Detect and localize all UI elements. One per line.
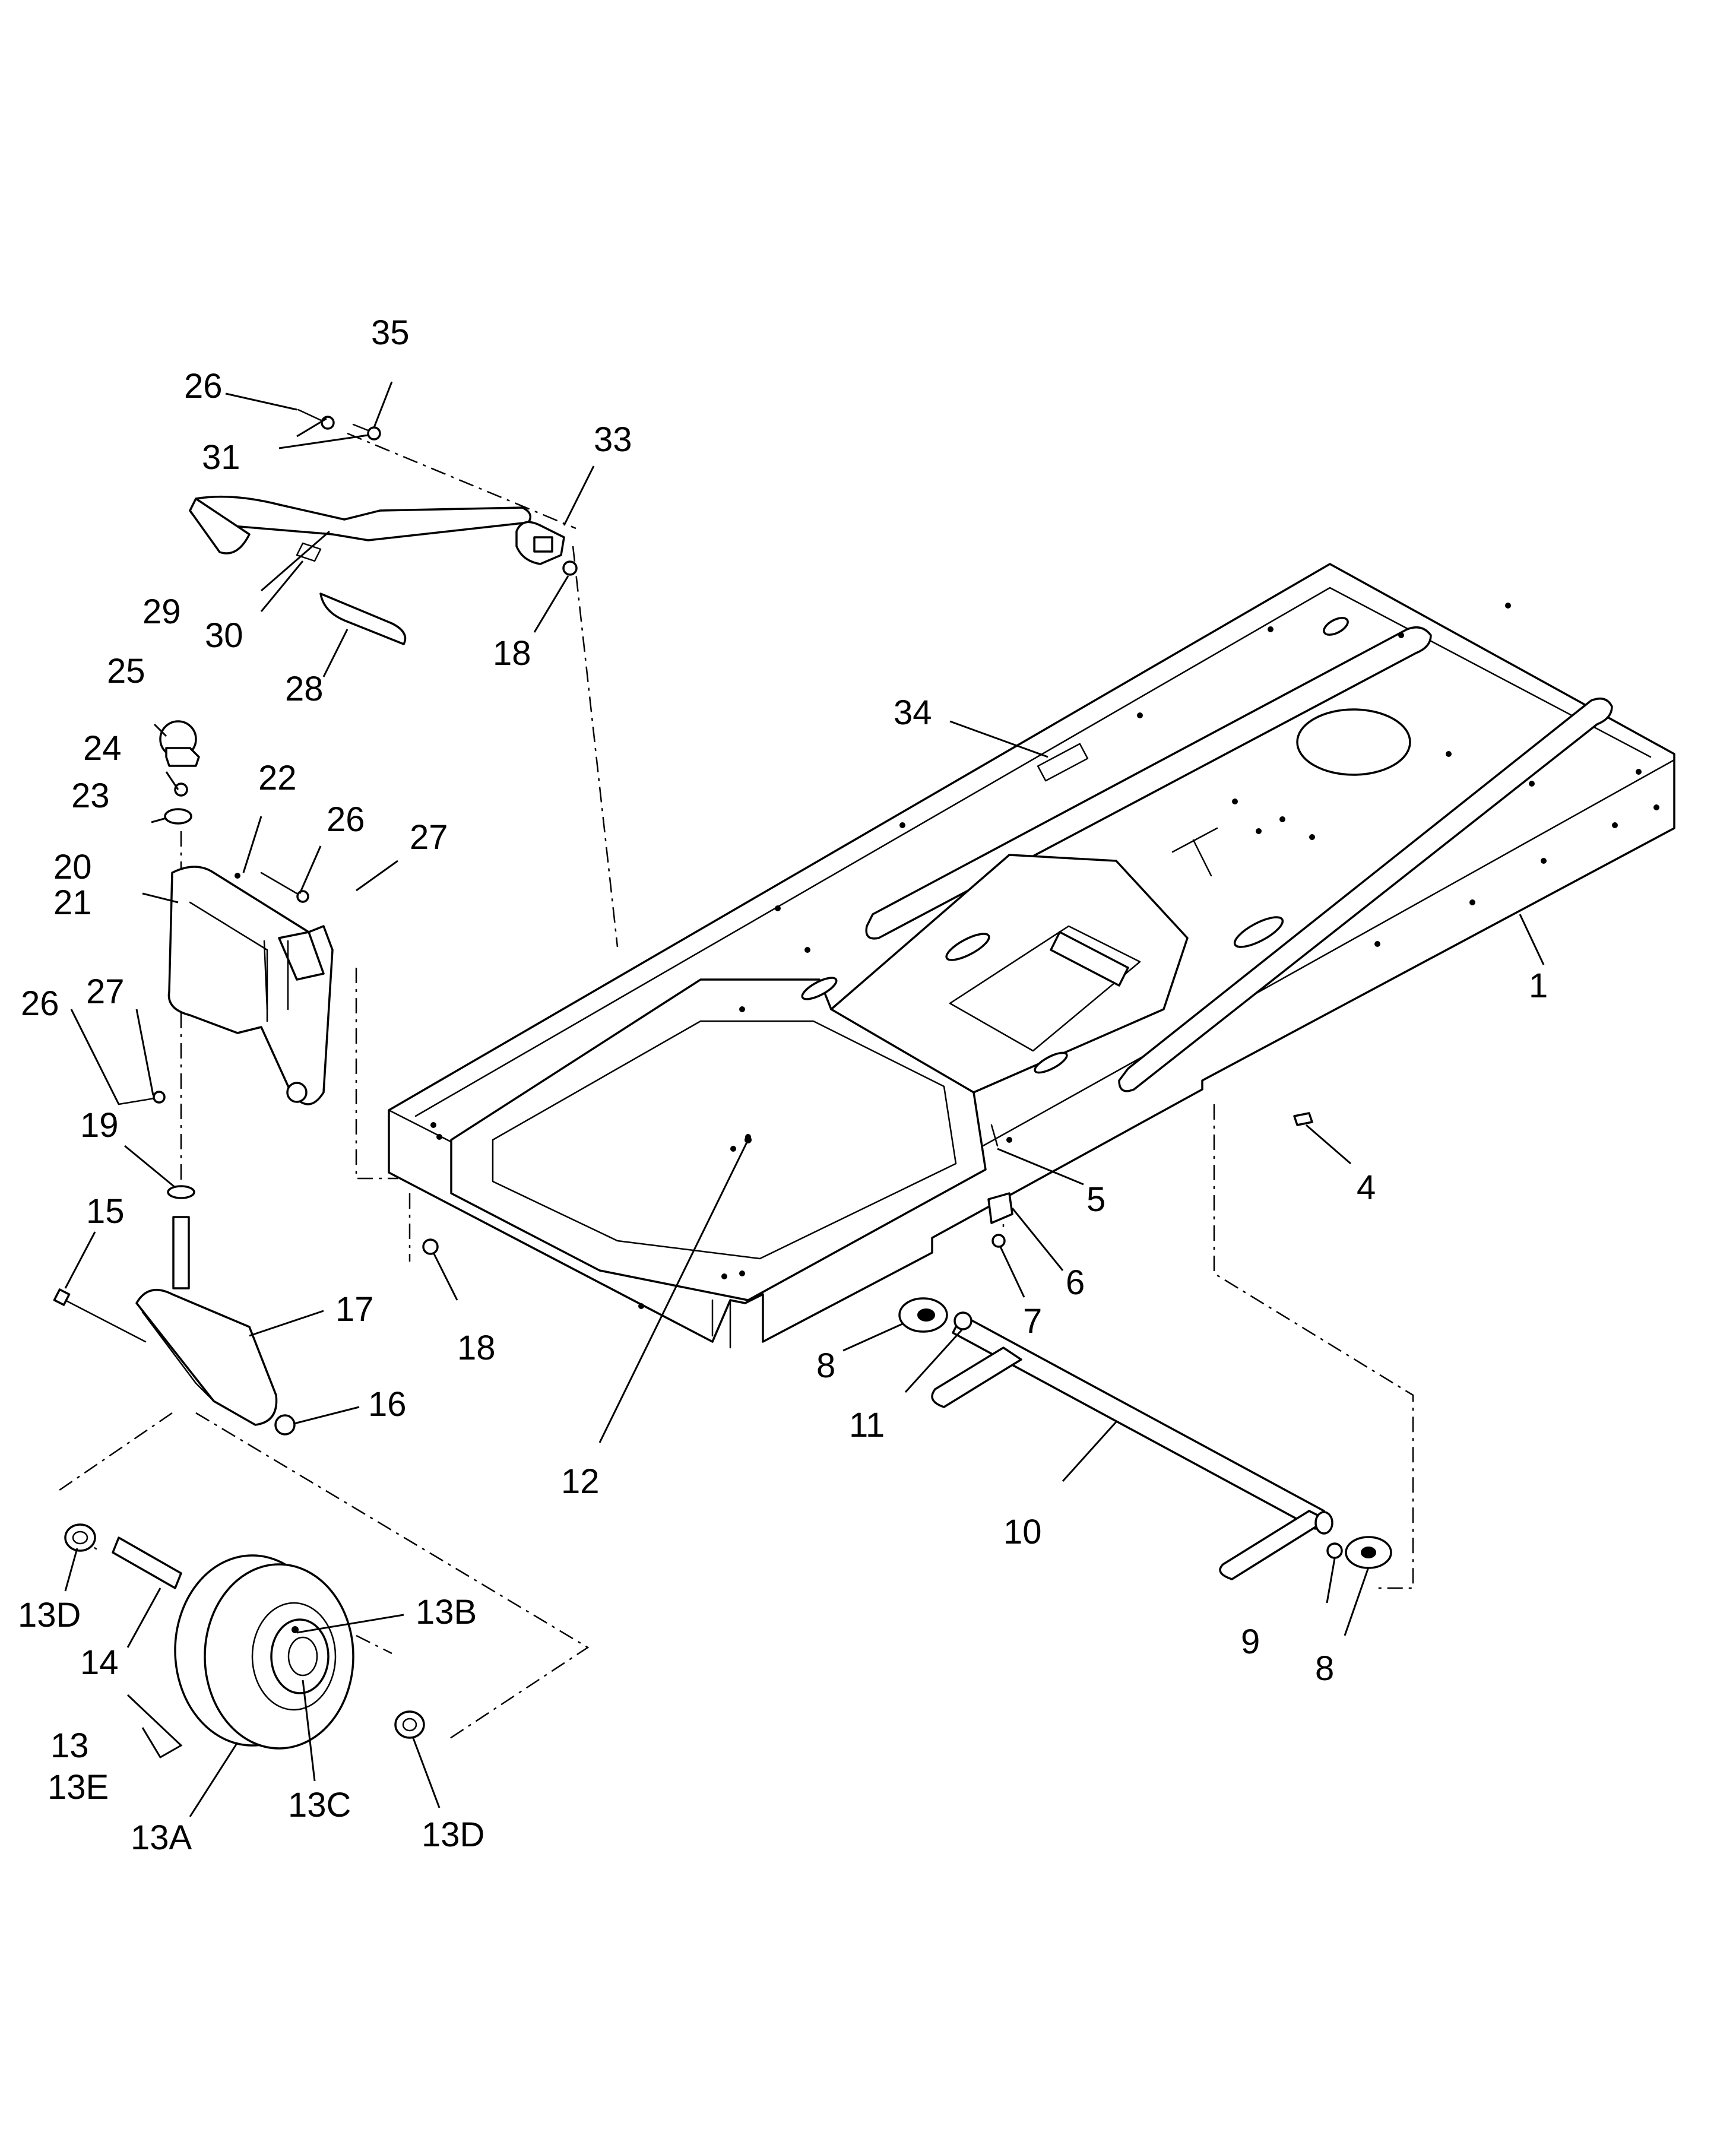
callout-35: 35 bbox=[371, 313, 410, 352]
callout-13b: 13B bbox=[416, 1593, 477, 1631]
callout-26-left: 26 bbox=[21, 984, 59, 1023]
callout-13e: 13E bbox=[47, 1768, 109, 1807]
callout-9: 9 bbox=[1241, 1623, 1260, 1661]
leader-lines bbox=[64, 381, 1545, 1817]
callout-14: 14 bbox=[80, 1643, 119, 1682]
callout-27-left: 27 bbox=[86, 972, 125, 1011]
callout-21: 21 bbox=[53, 883, 92, 922]
callout-34: 34 bbox=[894, 693, 932, 732]
callout-1: 1 bbox=[1529, 967, 1548, 1005]
callout-labels: 1 4 5 6 7 8 11 10 9 8 12 34 18 18 33 35 … bbox=[18, 313, 1548, 1857]
callout-17: 17 bbox=[335, 1290, 374, 1329]
callout-26-mid: 26 bbox=[327, 800, 365, 839]
callout-13d-right: 13D bbox=[422, 1815, 484, 1854]
callout-33: 33 bbox=[594, 420, 632, 459]
callout-13d-left: 13D bbox=[18, 1596, 81, 1634]
callout-19: 19 bbox=[80, 1106, 119, 1145]
callout-16: 16 bbox=[368, 1385, 407, 1424]
callout-10: 10 bbox=[1003, 1513, 1042, 1551]
callout-28: 28 bbox=[285, 670, 324, 708]
callout-18-top: 18 bbox=[493, 634, 531, 673]
caster-pivot-bracket bbox=[118, 720, 334, 1105]
callout-30: 30 bbox=[205, 616, 243, 655]
callout-6: 6 bbox=[1066, 1263, 1085, 1302]
callout-18-bottom: 18 bbox=[457, 1329, 496, 1367]
callout-8-left: 8 bbox=[816, 1346, 835, 1385]
callout-13c: 13C bbox=[288, 1786, 351, 1824]
callout-4: 4 bbox=[1357, 1168, 1376, 1207]
pedal-assembly bbox=[189, 408, 578, 645]
callout-27-mid: 27 bbox=[410, 818, 448, 857]
callout-25: 25 bbox=[107, 652, 145, 690]
callout-23: 23 bbox=[71, 777, 110, 815]
callout-7: 7 bbox=[1023, 1302, 1042, 1341]
callout-11: 11 bbox=[849, 1406, 885, 1444]
callout-26-top: 26 bbox=[184, 367, 223, 405]
frame-holes bbox=[430, 603, 1659, 1309]
callout-8-right: 8 bbox=[1315, 1649, 1334, 1688]
callout-22: 22 bbox=[258, 759, 297, 797]
frame-hardware bbox=[422, 1112, 1313, 1255]
caster-fork-assembly bbox=[53, 1185, 296, 1436]
callout-15: 15 bbox=[86, 1192, 125, 1231]
main-frame-part-1 bbox=[388, 563, 1675, 1349]
caster-wheel-assembly bbox=[64, 1523, 425, 1750]
callout-20: 20 bbox=[53, 848, 92, 886]
callout-29: 29 bbox=[142, 592, 181, 631]
callout-31: 31 bbox=[202, 438, 240, 477]
callout-13a: 13A bbox=[131, 1818, 192, 1857]
callout-12: 12 bbox=[561, 1462, 600, 1501]
axle-assembly bbox=[898, 1297, 1392, 1580]
callout-5: 5 bbox=[1086, 1180, 1105, 1219]
callout-24: 24 bbox=[83, 729, 122, 768]
callout-13: 13 bbox=[50, 1726, 89, 1765]
assembly-guide-lines bbox=[59, 432, 1414, 1741]
